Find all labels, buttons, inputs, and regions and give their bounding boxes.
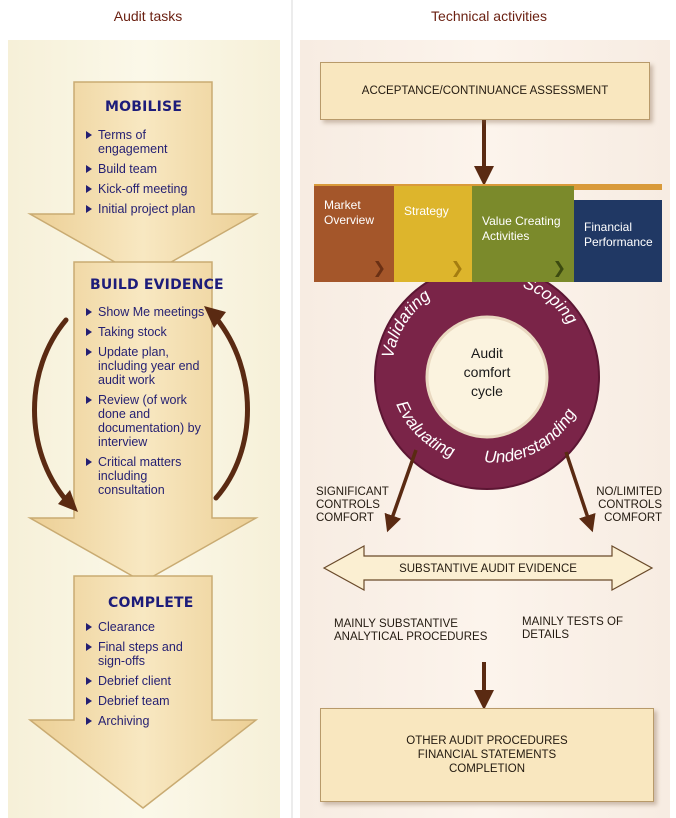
- other-procedures-box: [320, 708, 654, 802]
- list-item: Kick-off meeting: [86, 182, 206, 196]
- stage-financial-performance: Financial Performance: [574, 200, 662, 282]
- build-evidence-list: Show Me meetings Taking stock Update pla…: [86, 305, 212, 503]
- audit-tasks-header: Audit tasks: [113, 8, 183, 24]
- substantive-right-label: MAINLY TESTS OF DETAILS: [522, 616, 623, 641]
- chevron-right-icon: ❯: [372, 260, 386, 277]
- list-item: Review (of work done and documentation) …: [86, 393, 212, 449]
- stage-value-creating-activities: Value Creating Activities ❯: [472, 186, 574, 282]
- no-limited-controls-label: NO/LIMITED CONTROLS COMFORT: [596, 486, 662, 524]
- column-divider: [291, 0, 293, 818]
- chevron-right-icon: ❯: [552, 260, 566, 277]
- substantive-left-label: MAINLY SUBSTANTIVE ANALYTICAL PROCEDURES: [334, 618, 488, 643]
- acceptance-label: ACCEPTANCE/CONTINUANCE ASSESSMENT: [361, 85, 609, 97]
- complete-title: COMPLETE: [108, 595, 194, 611]
- list-item: Show Me meetings: [86, 305, 212, 319]
- comfort-cycle-center: Audit comfort cycle: [463, 345, 511, 399]
- branch-arrow-left: [384, 449, 418, 533]
- list-item: Terms of engagement: [86, 128, 206, 156]
- loop-arrow-left-head: [58, 490, 78, 512]
- build-evidence-arrow: [27, 261, 259, 583]
- list-item: Debrief client: [86, 674, 206, 688]
- list-item: Clearance: [86, 620, 206, 634]
- mobilise-list: Terms of engagement Build team Kick-off …: [86, 128, 206, 222]
- list-item: Critical matters including consultation: [86, 455, 212, 497]
- significant-controls-label: SIGNIFICANT CONTROLS COMFORT: [316, 486, 389, 524]
- chevron-right-icon: ❯: [450, 260, 464, 277]
- list-item: Taking stock: [86, 325, 212, 339]
- loop-arrow-right-head: [204, 306, 226, 328]
- branch-arrow-right: [564, 451, 596, 533]
- list-item: Initial project plan: [86, 202, 206, 216]
- list-item: Debrief team: [86, 694, 206, 708]
- substantive-title: SUBSTANTIVE AUDIT EVIDENCE: [399, 563, 577, 575]
- technical-activities-header: Technical activities: [431, 8, 547, 24]
- other-procedures-label: OTHER AUDIT PROCEDURES FINANCIAL STATEME…: [406, 735, 568, 775]
- complete-arrow: [27, 575, 259, 809]
- mobilise-title: MOBILISE: [105, 99, 183, 115]
- complete-list: Clearance Final steps and sign-offs Debr…: [86, 620, 206, 734]
- acceptance-box: [320, 62, 650, 120]
- substantive-double-arrow: [322, 544, 654, 592]
- loop-arrow-left: [32, 317, 69, 503]
- list-item: Update plan, including year end audit wo…: [86, 345, 212, 387]
- loop-arrow-right: [213, 315, 250, 501]
- list-item: Archiving: [86, 714, 206, 728]
- comfort-cycle-core: [425, 315, 549, 439]
- build-evidence-title: BUILD EVIDENCE: [90, 277, 224, 293]
- list-item: Build team: [86, 162, 206, 176]
- stage-market-overview: Market Overview ❯: [314, 186, 394, 282]
- list-item: Final steps and sign-offs: [86, 640, 206, 668]
- stage-strategy: Strategy ❯: [394, 186, 472, 282]
